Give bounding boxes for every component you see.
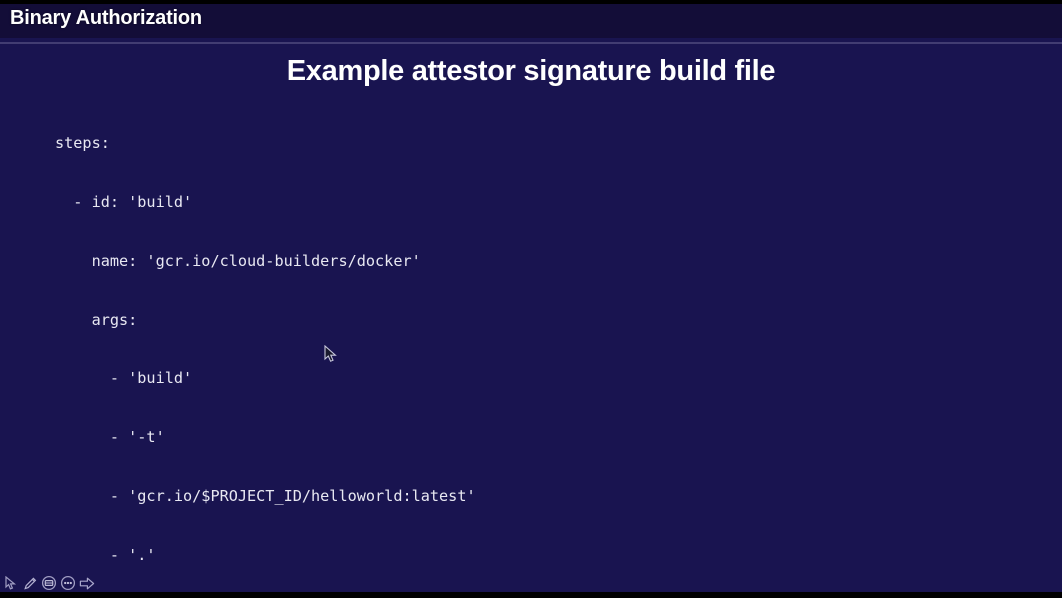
code-line: - '.' (55, 545, 156, 564)
code-line: steps: (55, 134, 110, 153)
letterbox-top (0, 0, 1062, 4)
code-line: args: (55, 310, 138, 329)
pen-icon[interactable] (21, 574, 39, 592)
code-line: name: 'gcr.io/cloud-builders/docker' (55, 251, 421, 270)
pointer-icon[interactable] (2, 574, 20, 592)
slide-title: Example attestor signature build file (286, 55, 776, 87)
letterbox-bottom (0, 592, 1062, 598)
next-slide-arrow-icon[interactable] (78, 574, 96, 592)
code-line: - 'build' (55, 369, 193, 388)
header-divider (0, 42, 1062, 44)
code-line: - 'gcr.io/$PROJECT_ID/helloworld:latest' (55, 486, 476, 505)
slide-navigator-icon[interactable] (40, 574, 58, 592)
code-line: - '-t' (55, 428, 165, 447)
window-header-bar: Binary Authorization (0, 4, 1062, 38)
more-options-icon[interactable] (59, 574, 77, 592)
code-block: steps: - id: 'build' name: 'gcr.io/cloud… (55, 95, 1040, 598)
code-line: - id: 'build' (55, 192, 193, 211)
presenter-toolbar[interactable] (2, 574, 96, 592)
page-title: Binary Authorization (10, 7, 202, 29)
